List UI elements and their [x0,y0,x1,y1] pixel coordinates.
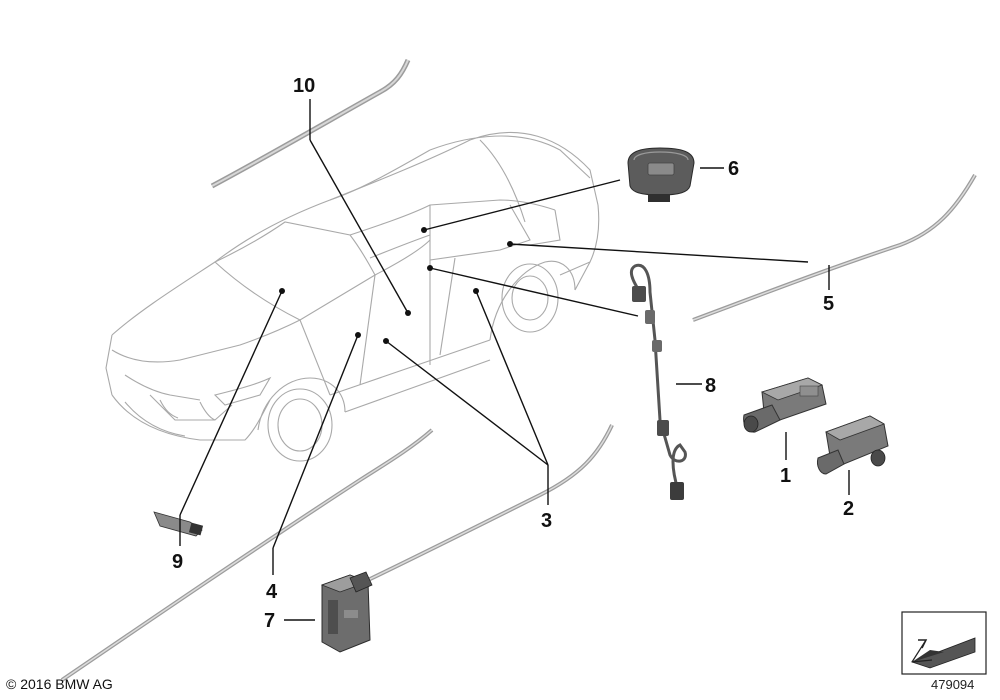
part-3-strip [367,424,614,582]
part-6-sensor-cap [627,147,695,202]
car-outline [105,132,600,462]
part-8-wire-harness [629,263,687,500]
copyright-text: © 2016 BMW AG [6,676,113,692]
arrow-icon[interactable] [901,611,987,675]
part-9-small-sensor [153,511,204,537]
part-2-sensor [817,415,889,475]
callout-8: 8 [705,375,716,397]
callout-4: 4 [266,581,278,603]
part-7-control-unit [320,571,373,653]
part-5-strip [692,174,977,322]
part-10-door-strip [210,59,411,189]
callout-3: 3 [541,510,552,532]
leader-lines [179,99,850,621]
part-numbers: 1 2 3 4 5 6 7 8 9 10 [172,75,854,632]
callout-2: 2 [843,498,854,520]
callout-6: 6 [728,158,739,180]
diagram-id: 479094 [931,677,975,692]
part-4-strip [60,428,434,682]
callout-9: 9 [172,551,183,573]
callout-5: 5 [823,293,834,315]
part-1-sensor [743,377,827,433]
callout-10: 10 [293,75,315,97]
callout-7: 7 [264,610,275,632]
callout-1: 1 [780,465,791,487]
